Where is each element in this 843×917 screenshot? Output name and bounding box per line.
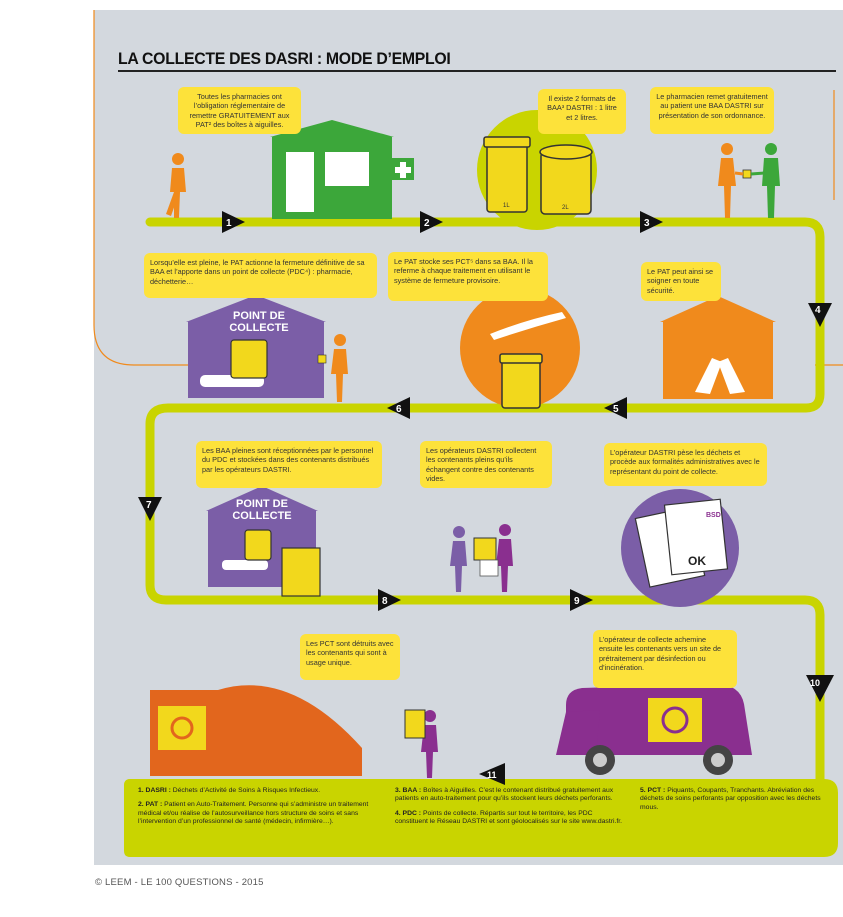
svg-text:OK: OK (688, 554, 706, 568)
legend-col-1: 1. DASRI : Déchets d’Activité de Soins à… (138, 787, 378, 833)
pdc-sign-2: POINT DE COLLECTE (232, 498, 292, 523)
legend-col-3: 5. PCT : Piquants, Coupants, Tranchants.… (640, 787, 825, 818)
operator-carrying-box (404, 709, 438, 778)
step-marker-2: 2 (420, 211, 443, 233)
svg-text:1: 1 (226, 218, 232, 229)
svg-text:6: 6 (396, 404, 402, 415)
step-marker-5: 5 (604, 397, 627, 419)
collection-van (556, 684, 752, 775)
weighing-paperwork: BSD OK (621, 489, 739, 607)
bubble-step-3: Le pharmacien remet gratuitement au pati… (650, 87, 774, 134)
legend-item-pdc: 4. PDC : Points de collecte. Répartis su… (395, 809, 623, 826)
safe-care-house (660, 296, 776, 399)
svg-text:5: 5 (613, 404, 619, 415)
pharmacy-building (270, 120, 414, 219)
bubble-step-9: L’opérateur DASTRI pèse les déchets et p… (604, 443, 767, 486)
pdc-sign-1: POINT DE COLLECTE (229, 310, 289, 335)
patient-figure-1 (166, 153, 186, 218)
incineration-factory (150, 685, 362, 776)
patient-storing-pct (460, 288, 580, 409)
svg-text:10: 10 (810, 678, 820, 688)
svg-text:4: 4 (815, 305, 821, 316)
step-marker-8: 8 (378, 589, 401, 611)
svg-text:7: 7 (146, 500, 152, 511)
collection-point-building-1 (186, 295, 326, 398)
step-marker-4: 4 (808, 303, 832, 327)
step-marker-6: 6 (387, 397, 410, 419)
legend-item-pct: 5. PCT : Piquants, Coupants, Tranchants.… (640, 787, 821, 811)
step-marker-10: 10 (806, 675, 834, 702)
step-marker-3: 3 (640, 211, 663, 233)
title-underline (118, 70, 836, 72)
legend-item-dasri: 1. DASRI : Déchets d’Activité de Soins à… (138, 787, 321, 794)
collection-point-building-2 (206, 486, 321, 597)
bubble-step-5: Le PAT stocke ses PCT⁵ dans sa BAA. Il l… (388, 252, 548, 301)
bubble-step-8: Les opérateurs DASTRI collectent les con… (420, 441, 552, 488)
svg-text:11: 11 (487, 770, 497, 780)
bubble-step-10: Les PCT sont détruits avec les contenant… (300, 634, 400, 680)
legend-panel (124, 779, 838, 857)
svg-text:9: 9 (574, 596, 580, 607)
bubble-step-2: Il existe 2 formats de BAA³ DASTRI : 1 l… (538, 89, 626, 134)
patient-figure-2 (317, 334, 348, 402)
svg-text:3: 3 (644, 218, 650, 229)
svg-text:8: 8 (382, 596, 388, 607)
step-marker-9: 9 (570, 589, 593, 611)
baa-formats-illustration: 1L 2L (477, 110, 597, 230)
svg-text:2L: 2L (562, 205, 569, 211)
svg-text:BSD: BSD (706, 512, 721, 519)
page-title: LA COLLECTE DES DASRI : MODE D’EMPLOI (118, 49, 451, 68)
step-marker-1: 1 (222, 211, 245, 233)
pharmacist-and-patient (718, 143, 780, 218)
legend-item-pat: 2. PAT : Patient en Auto-Traitement. Per… (138, 801, 369, 826)
svg-text:1L: 1L (503, 203, 510, 209)
svg-text:2: 2 (424, 218, 430, 229)
collection-path (145, 217, 825, 785)
dastri-operators (450, 524, 513, 592)
step-marker-11: 11 (479, 763, 505, 785)
legend-item-baa: 3. BAA : Boîtes à Aiguilles. C’est le co… (395, 787, 614, 803)
bubble-step-6: Le PAT peut ainsi se soigner en toute sé… (641, 262, 721, 301)
bubble-step-7: Les BAA pleines sont réceptionnées par l… (196, 441, 382, 488)
orange-frame-line (93, 10, 310, 366)
legend-col-2: 3. BAA : Boîtes à Aiguilles. C’est le co… (395, 787, 623, 833)
bubble-step-1: Toutes les pharmacies ont l’obligation r… (178, 87, 301, 134)
bubble-step-4: Lorsqu’elle est pleine, le PAT actionne … (144, 253, 377, 298)
bubble-step-11: L’opérateur de collecte achemine ensuite… (593, 630, 737, 688)
copyright-footer: © LEEM - LE 100 QUESTIONS - 2015 (95, 877, 264, 888)
step-marker-7: 7 (138, 497, 162, 521)
